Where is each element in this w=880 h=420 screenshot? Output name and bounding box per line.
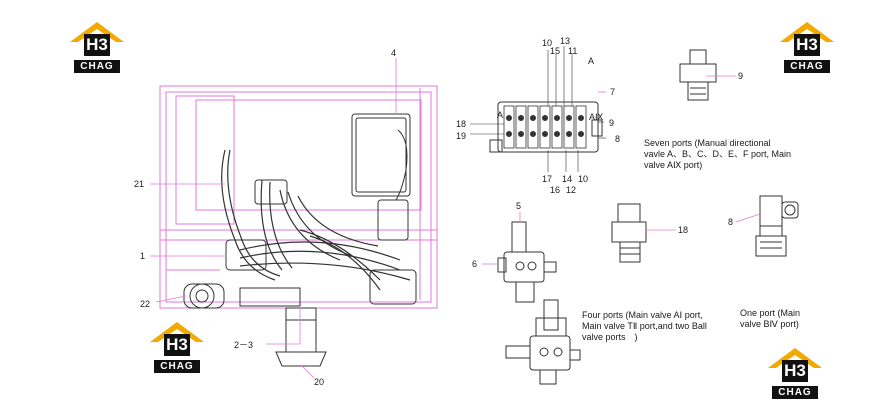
callout-12: 12 xyxy=(566,185,577,195)
callout-18-fitting: 18 xyxy=(678,225,689,235)
callout-19: 19 xyxy=(456,131,467,141)
caption-four-ports: Four ports (Main valve AⅠ port, Main val… xyxy=(582,310,707,342)
logo-mark: H3 xyxy=(782,360,808,382)
callout-6: 6 xyxy=(472,259,478,269)
logo-brand: CHAG xyxy=(154,360,200,373)
caption-one-port: One port (Main valve BⅣ port) xyxy=(740,308,801,329)
logo-mark: H3 xyxy=(84,34,110,56)
callout-8-valve: 8 xyxy=(615,134,621,144)
callout-10-top: 10 xyxy=(542,38,553,48)
callout-1: 1 xyxy=(140,251,146,261)
callout-2-3: 2－3 xyxy=(234,340,254,350)
chag-logo-top-left: H3 CHAG xyxy=(68,20,126,76)
logo-brand: CHAG xyxy=(784,60,830,73)
callout-AIX: AⅨ xyxy=(589,112,604,122)
multiway-valve-block xyxy=(489,101,603,153)
callout-18-valve: 18 xyxy=(456,119,467,129)
caption-seven-ports: Seven ports (Manual directional vavle A、… xyxy=(644,138,792,170)
callout-9-valve: 9 xyxy=(609,118,615,128)
drive-shaft xyxy=(275,307,327,367)
callout-7: 7 xyxy=(610,87,616,97)
logo-brand: CHAG xyxy=(772,386,818,399)
control-box xyxy=(351,113,411,201)
roof-icon xyxy=(768,348,822,368)
callout-10-bottom: 10 xyxy=(578,174,589,184)
callout-13: 13 xyxy=(560,36,571,46)
roof-icon xyxy=(70,22,124,42)
callout-A-top: A xyxy=(588,56,595,66)
roof-icon xyxy=(780,22,834,42)
callout-4: 4 xyxy=(391,48,397,58)
ball-valve-assembly xyxy=(497,221,557,303)
valve-leaders xyxy=(470,46,606,172)
callout-21: 21 xyxy=(134,179,145,189)
logo-mark: H3 xyxy=(794,34,820,56)
hose-bundle xyxy=(221,149,411,291)
callout-9-fitting: 9 xyxy=(738,71,744,81)
callout-11: 11 xyxy=(568,46,578,56)
lower-valve-assembly xyxy=(505,299,581,385)
logo-mark: H3 xyxy=(164,334,190,356)
callout-8-fitting: 8 xyxy=(728,217,734,227)
chag-logo-bottom-right: H3 CHAG xyxy=(766,346,824,402)
callout-20: 20 xyxy=(314,377,325,387)
callout-17: 17 xyxy=(542,174,553,184)
callout-14: 14 xyxy=(562,174,573,184)
fitting-9 xyxy=(679,49,717,101)
callout-A-left: A xyxy=(497,110,504,120)
callout-5: 5 xyxy=(516,201,522,211)
fitting-8 xyxy=(755,195,799,257)
fitting-18 xyxy=(611,203,647,263)
logo-brand: CHAG xyxy=(74,60,120,73)
callout-22: 22 xyxy=(140,299,151,309)
leader-lines xyxy=(150,58,761,379)
roof-icon xyxy=(150,322,204,342)
callout-15: 15 xyxy=(550,46,561,56)
chag-logo-top-right: H3 CHAG xyxy=(778,20,836,76)
chag-logo-bottom-left: H3 CHAG xyxy=(148,320,206,376)
callout-16: 16 xyxy=(550,185,561,195)
